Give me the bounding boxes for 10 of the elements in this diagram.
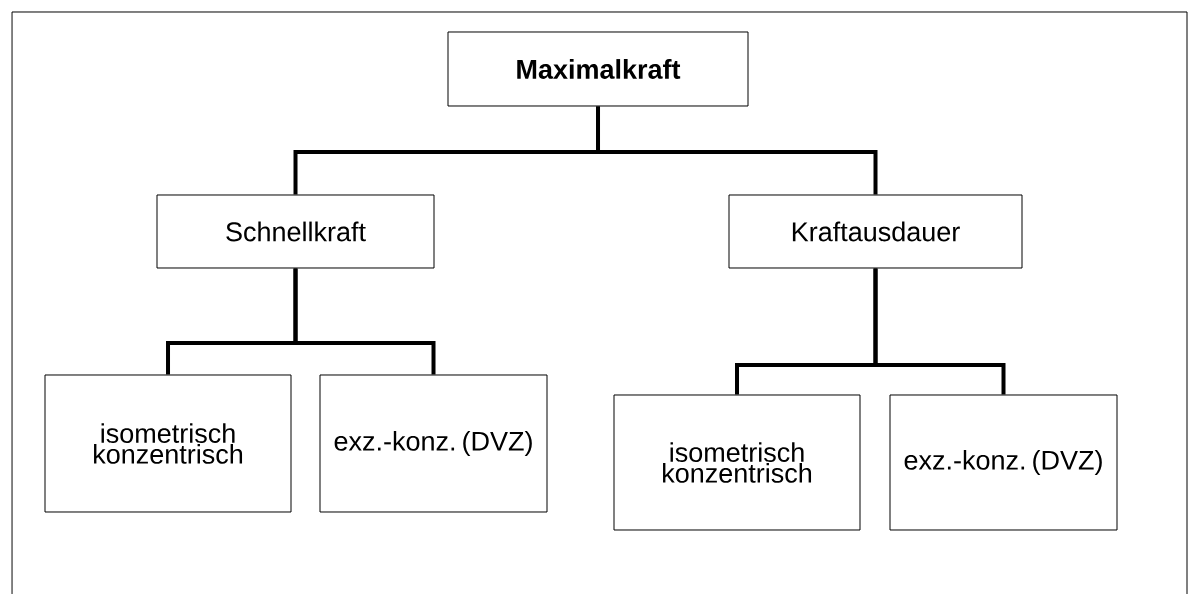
box: Schnellkraft <box>156 194 435 269</box>
box: isometrisch konzentrisch <box>44 374 292 513</box>
connector <box>293 268 436 375</box>
connector <box>596 106 878 195</box>
box: Maximalkraft <box>447 31 749 107</box>
box: exz.-konz. (DVZ) <box>319 374 548 513</box>
box: exz.-konz. (DVZ) <box>889 394 1118 531</box>
box: isometrisch konzentrisch <box>613 394 861 531</box>
box: Kraftausdauer <box>728 194 1023 269</box>
connector <box>873 268 1006 395</box>
